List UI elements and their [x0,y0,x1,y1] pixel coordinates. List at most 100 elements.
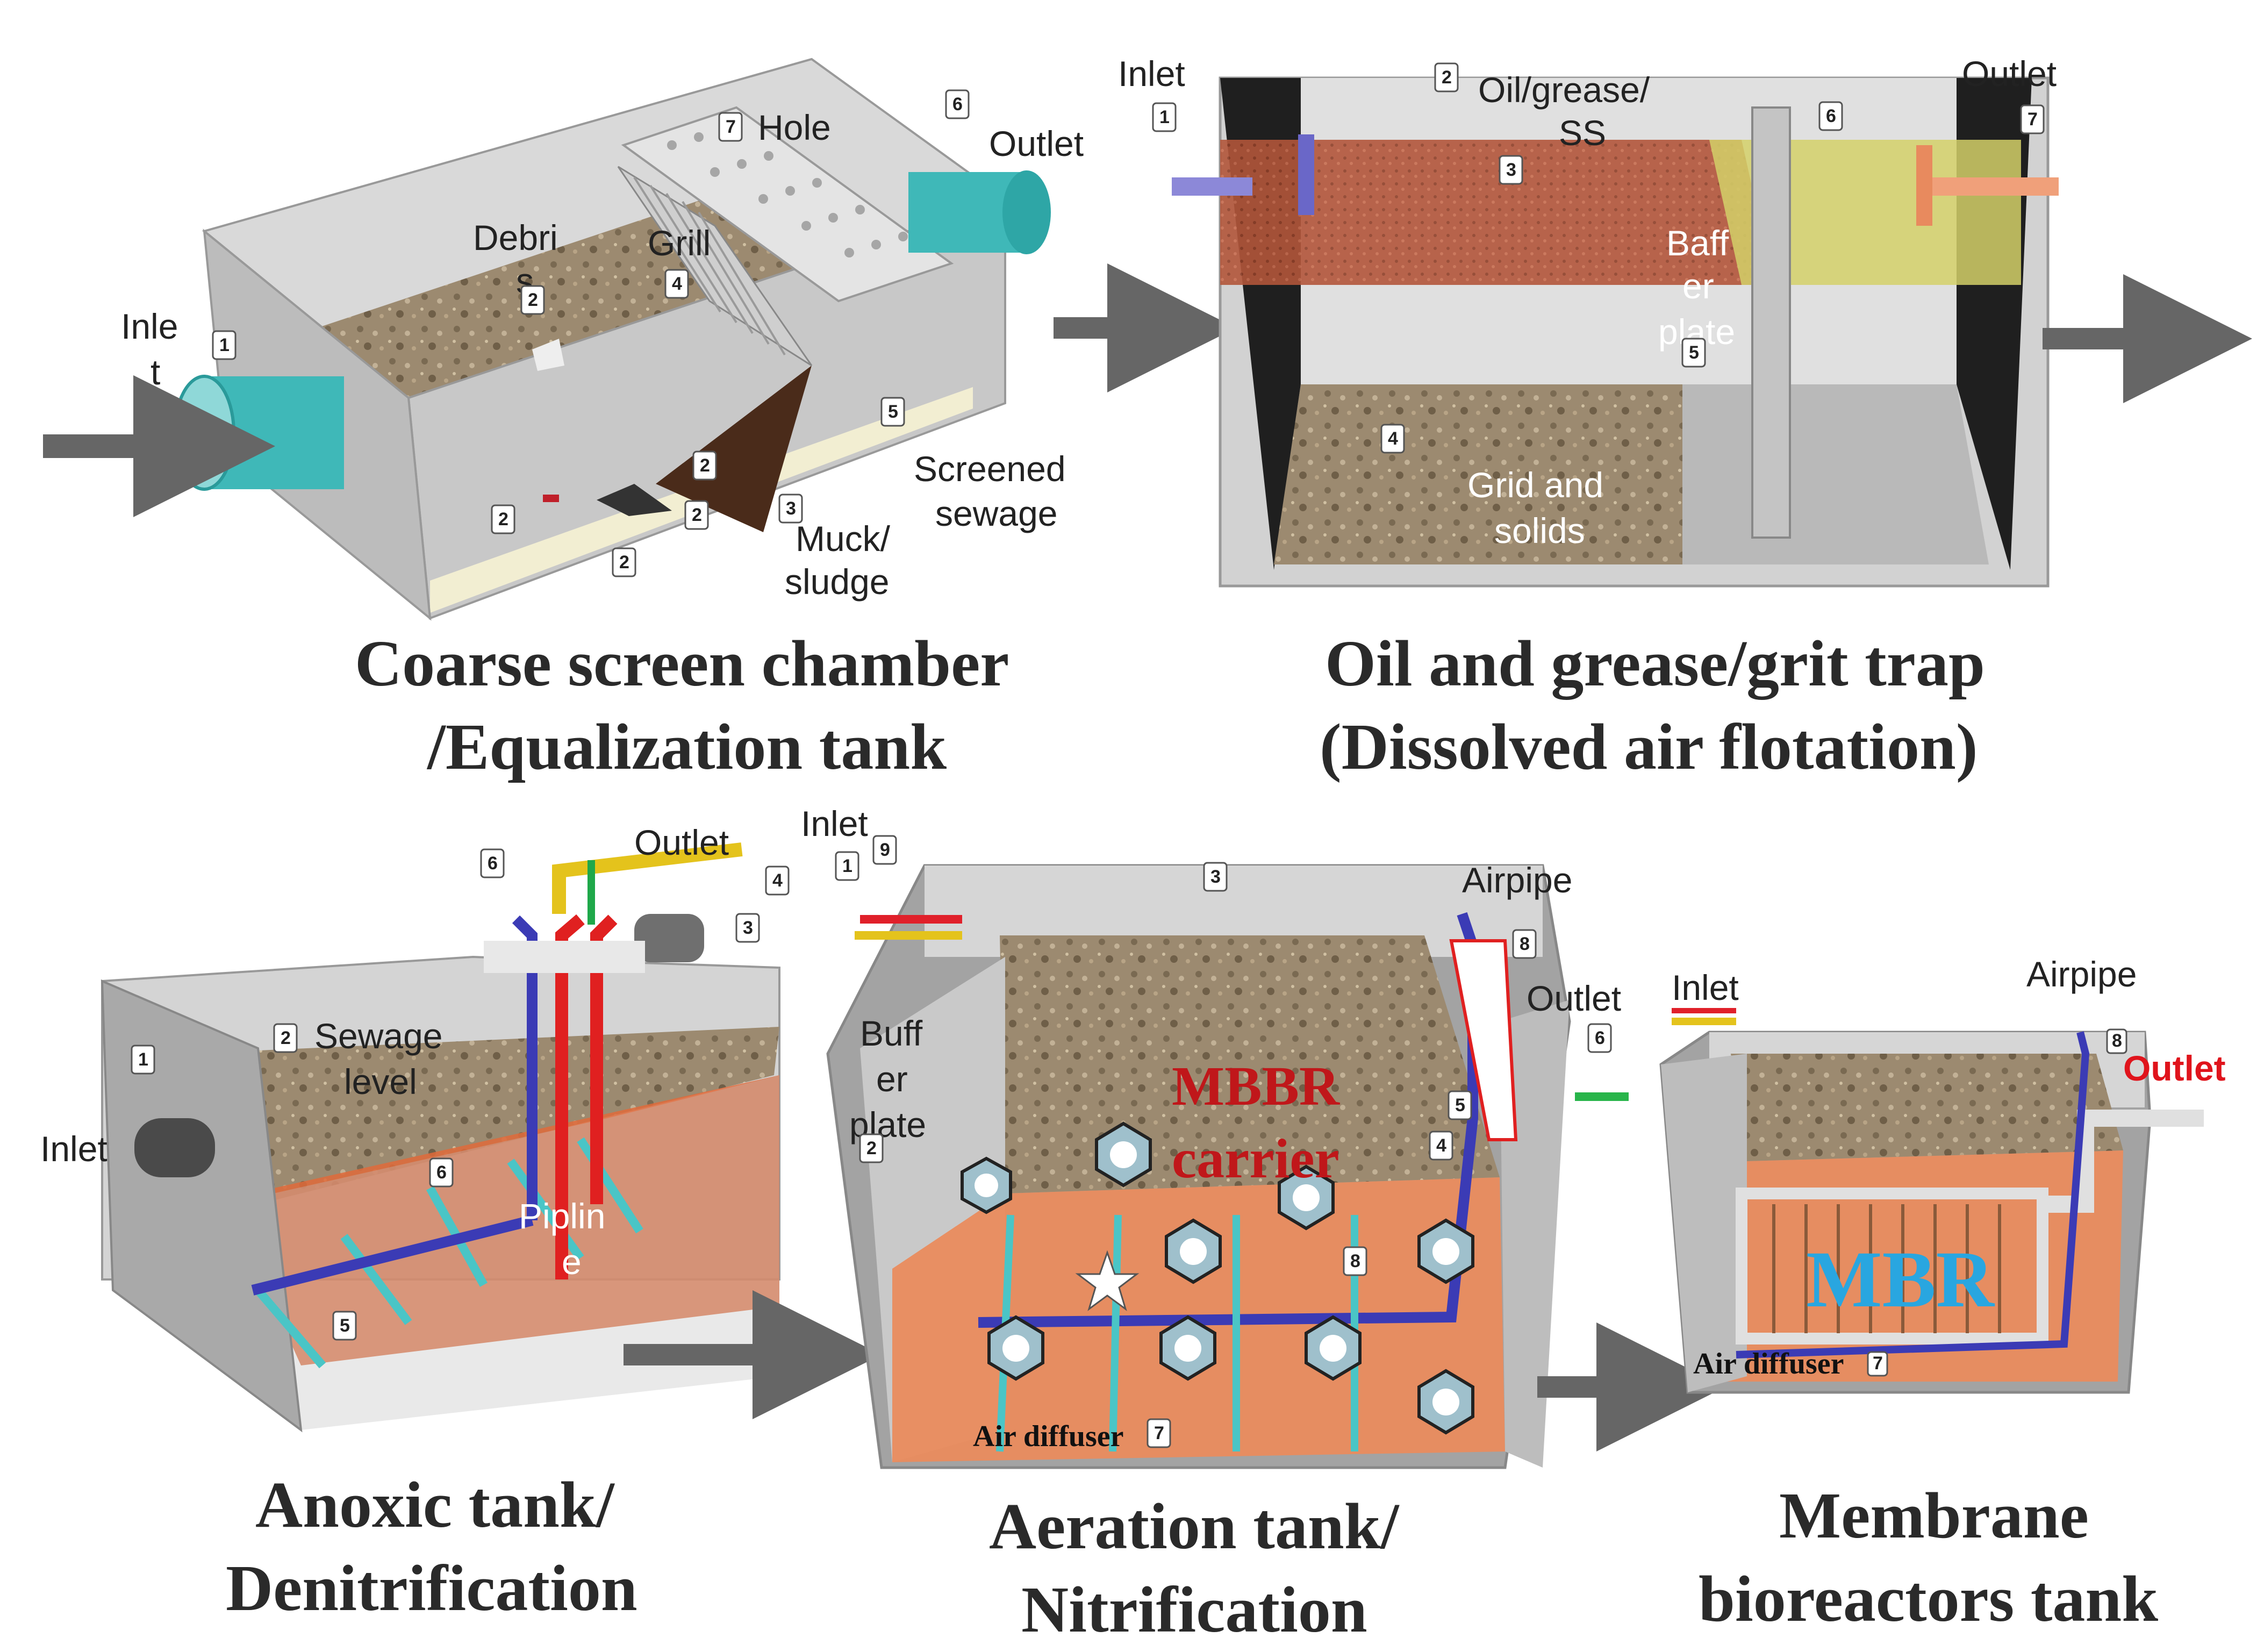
svg-text:2: 2 [498,509,508,530]
p2-caption-2: (Dissolved air flotation) [1320,711,1978,783]
p1-hole-plate [621,106,954,303]
p3-inlet-label: Inlet [40,1129,108,1169]
panel-anoxic-tank: Inlet Sewage level Outlet Piplin e 1 2 3… [40,823,790,1625]
p4-callout-9: 9 [872,835,897,865]
p4-callout-7: 7 [1147,1418,1171,1448]
p4-carrier [1278,1164,1335,1231]
p1-sludge-pit [656,366,812,532]
p2-callout-1: 1 [1152,102,1177,132]
panel-oil-grease-trap: Inlet Oil/grease/ SS Outlet Baff er plat… [1118,54,2059,783]
p3-outlet-pipe-yellow [552,842,743,914]
p3-sewage-surface [188,1027,779,1204]
p1-callout-2c: 2 [612,547,636,577]
svg-text:5: 5 [1455,1095,1465,1115]
svg-text:2: 2 [528,290,538,310]
p1-screened-label-2: sewage [935,494,1058,533]
panel-aeration-tank: Inlet Airpipe Outlet Buff er plate MBBR … [801,804,1629,1646]
p1-outlet-label: Outlet [989,124,1084,163]
p4-callout-5: 5 [1448,1090,1472,1120]
p2-outlet-pipe [1924,177,2059,196]
p4-back-wall [925,866,1543,957]
p3-inlet-pipe [134,1118,215,1177]
p4-mbbr-carriers [961,1121,1474,1435]
svg-text:2: 2 [692,505,702,525]
p4-callout-2: 2 [859,1133,884,1163]
svg-text:7: 7 [726,117,736,137]
svg-text:2: 2 [700,455,710,476]
p5-air-diffuser-label: Air diffuser [1693,1347,1844,1381]
svg-text:3: 3 [1506,160,1516,180]
p3-pipeline-label-2: e [562,1242,582,1282]
svg-text:7: 7 [1873,1353,1883,1374]
svg-text:6: 6 [1595,1028,1605,1048]
p5-mbr-label: MBR [1806,1235,1995,1324]
p1-callout-2a: 2 [520,285,545,315]
p3-pump [634,914,704,962]
p3-outlet-label: Outlet [634,823,729,862]
p2-callout-5: 5 [1681,338,1706,368]
p3-caption-1: Anoxic tank/ [255,1469,615,1541]
p3-blue-pipe [512,915,538,1220]
p1-callout-1: 1 [212,330,237,360]
p2-floor-right [1682,384,1989,564]
p2-grid-label-1: Grid and [1467,465,1603,505]
svg-text:6: 6 [952,94,963,115]
svg-text:1: 1 [842,856,852,876]
p1-outlet-pipe-end [1002,170,1051,254]
p1-muck-label-1: Muck/ [796,519,891,559]
p4-carrier [1417,1218,1474,1284]
p5-callout-7: 7 [1867,1351,1888,1377]
p4-callout-1: 1 [835,851,859,881]
p1-debris-paper [532,339,564,371]
p4-airpipe-label: Airpipe [1462,860,1572,900]
panel-coarse-screen: Inle t Debri s Grill Hole Outlet Screene… [43,58,1084,783]
p4-air-diffuser-label: Air diffuser [973,1420,1124,1453]
p2-baffle-label-1: Baff [1666,223,1729,263]
svg-text:2: 2 [619,552,629,573]
p2-oil-layer [1220,140,1774,285]
p4-callout-8b: 8 [1343,1246,1367,1276]
p4-callout-6: 6 [1587,1023,1612,1053]
svg-text:8: 8 [1350,1251,1360,1271]
p1-callout-3: 3 [778,494,803,524]
p3-pump-base [484,941,645,973]
svg-text:6: 6 [488,853,498,874]
p1-caption-2: /Equalization tank [426,711,947,783]
p3-callout-6b: 6 [429,1157,454,1188]
p4-right-wall [1500,1000,1570,1468]
p1-hole-label: Hole [758,108,831,147]
svg-text:1: 1 [138,1049,148,1070]
p5-caption-1: Membrane [1779,1479,2089,1552]
svg-text:8: 8 [2112,1031,2122,1051]
p2-oil-label-2: SS [1559,113,1606,153]
p1-grill [617,166,813,367]
svg-text:5: 5 [888,402,898,422]
p3-callout-2: 2 [273,1023,298,1053]
p1-callout-2e: 2 [692,450,717,481]
p2-baffle-label-2: er [1682,266,1714,306]
p4-callout-3: 3 [1203,862,1228,892]
svg-text:8: 8 [1520,934,1530,954]
p1-callout-2b: 2 [491,504,515,534]
p2-callout-4: 4 [1380,424,1405,454]
p4-carrier [1417,1369,1474,1435]
p2-inlet-pipe [1172,177,1252,196]
p1-callout-4: 4 [664,269,689,299]
p4-carrier [1159,1315,1216,1381]
svg-text:4: 4 [672,274,682,294]
p3-front-wall [226,1075,779,1430]
p5-airpipe-label: Airpipe [2026,954,2137,994]
svg-text:7: 7 [2027,109,2038,130]
p5-outlet-pipe [2043,1110,2204,1213]
p3-sewage-label-1: Sewage [314,1016,443,1056]
svg-text:3: 3 [1210,867,1221,887]
svg-text:2: 2 [866,1138,877,1158]
p5-sewage-surface [1731,1054,2123,1161]
svg-text:5: 5 [340,1315,350,1336]
p1-muck-label-2: sludge [785,562,890,602]
p2-oil-label-1: Oil/grease/ [1478,70,1650,110]
p3-callout-6a: 6 [480,848,505,878]
p1-callout-6: 6 [945,89,970,119]
p2-outlet-tee [1916,145,1932,226]
p2-callout-3: 3 [1499,155,1523,185]
